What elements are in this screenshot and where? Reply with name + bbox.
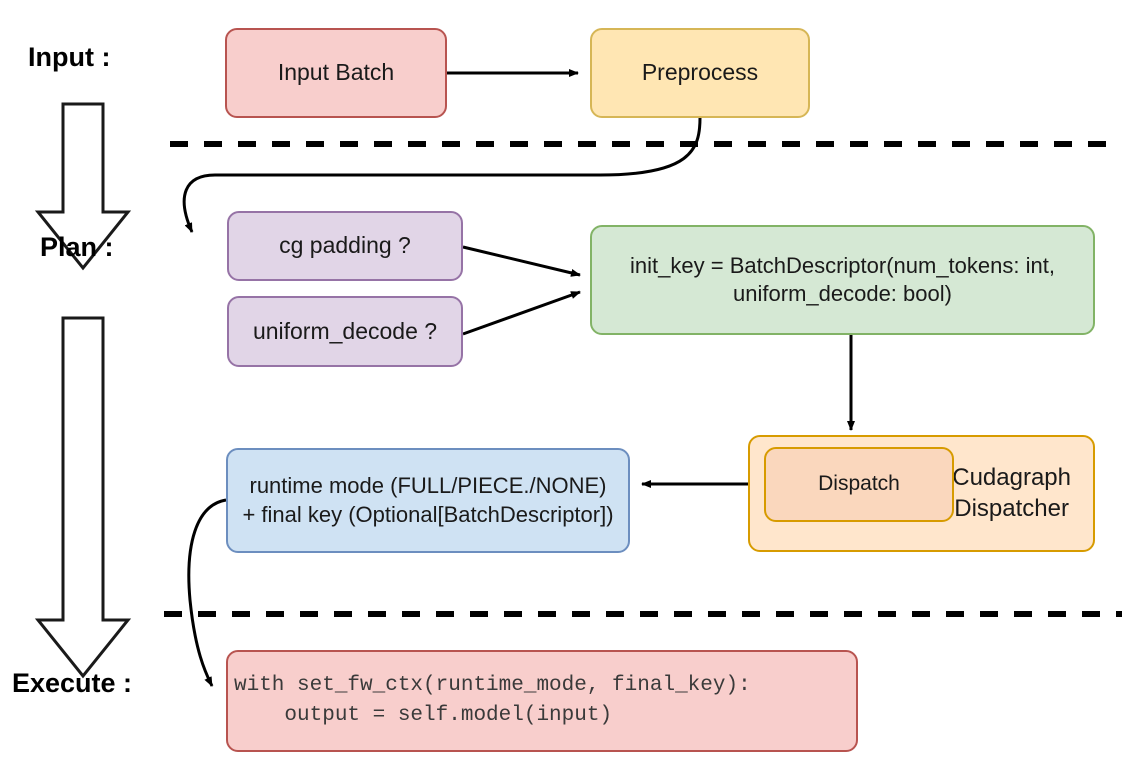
node-preprocess[interactable]: Preprocess bbox=[590, 28, 810, 118]
node-init-key-line1: init_key = BatchDescriptor(num_tokens: i… bbox=[630, 252, 1055, 278]
plan-to-execute-block-arrow bbox=[34, 316, 132, 679]
arrow-cg-padding-to-init-key bbox=[462, 245, 581, 277]
node-preprocess-label: Preprocess bbox=[641, 59, 759, 86]
node-uniform-decode[interactable]: uniform_decode ? bbox=[227, 296, 463, 367]
node-cudagraph-dispatcher-line1: Cudagraph bbox=[952, 463, 1071, 491]
node-runtime-mode[interactable]: runtime mode (FULL/PIECE./NONE) + final … bbox=[226, 448, 630, 553]
node-code-block[interactable]: with set_fw_ctx(runtime_mode, final_key)… bbox=[226, 650, 858, 752]
node-cudagraph-dispatcher-line2: Dispatcher bbox=[954, 494, 1069, 522]
stage-label-plan: Plan : bbox=[40, 232, 114, 262]
node-dispatch-label: Dispatch bbox=[818, 472, 900, 496]
node-code-line1: with set_fw_ctx(runtime_mode, final_key)… bbox=[234, 673, 751, 697]
node-runtime-mode-text: runtime mode (FULL/PIECE./NONE) + final … bbox=[242, 472, 613, 528]
node-input-batch-label: Input Batch bbox=[277, 59, 395, 86]
node-dispatch[interactable]: Dispatch bbox=[764, 447, 954, 522]
node-code-text: with set_fw_ctx(runtime_mode, final_key)… bbox=[234, 671, 751, 732]
node-init-key-line2: uniform_decode: bool) bbox=[733, 281, 952, 306]
node-cg-padding-label: cg padding ? bbox=[279, 232, 411, 259]
node-runtime-mode-line2: + final key (Optional[BatchDescriptor]) bbox=[242, 501, 614, 527]
stage-label-execute: Execute : bbox=[12, 668, 133, 698]
node-init-key-text: init_key = BatchDescriptor(num_tokens: i… bbox=[630, 252, 1055, 308]
arrow-preprocess-to-cg-padding bbox=[182, 117, 702, 233]
stage-label-input: Input : bbox=[28, 42, 111, 72]
node-runtime-mode-line1: runtime mode (FULL/PIECE./NONE) bbox=[249, 473, 607, 499]
node-uniform-decode-label: uniform_decode ? bbox=[252, 317, 438, 344]
input-to-plan-block-arrow bbox=[34, 102, 132, 271]
node-init-key[interactable]: init_key = BatchDescriptor(num_tokens: i… bbox=[590, 225, 1095, 335]
node-code-line2: output = self.model(input) bbox=[234, 704, 613, 727]
arrow-uniform-decode-to-init-key bbox=[462, 290, 581, 336]
node-cudagraph-dispatcher-text: Cudagraph Dispatcher bbox=[952, 463, 1071, 524]
node-input-batch[interactable]: Input Batch bbox=[225, 28, 447, 118]
arrow-runtime-mode-to-code bbox=[187, 498, 227, 687]
node-cg-padding[interactable]: cg padding ? bbox=[227, 211, 463, 281]
